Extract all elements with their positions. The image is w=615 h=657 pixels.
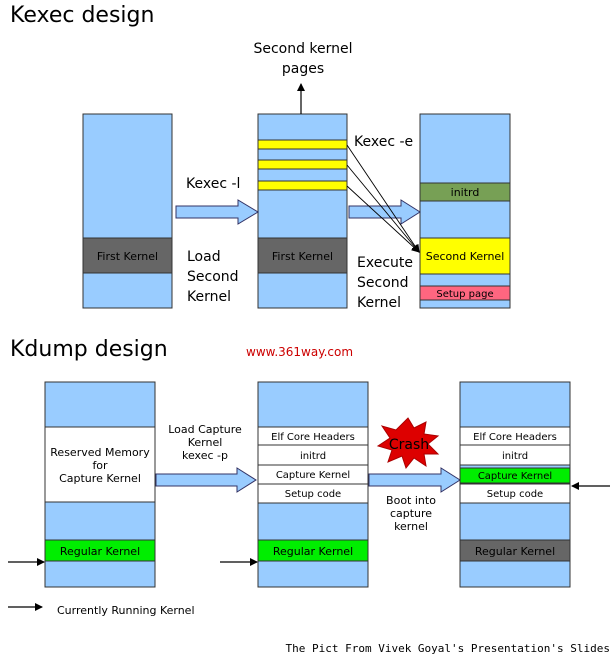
mid-setup-code-block <box>257 483 369 504</box>
legend-label: Currently Running Kernel <box>57 604 195 617</box>
regular-kernel-block-2 <box>257 539 369 562</box>
load-capture-arrow <box>155 467 257 493</box>
crash-label: Crash <box>389 437 429 453</box>
mid-capture-kernel-label: Capture Kernel <box>276 470 350 481</box>
execute-second-kernel-line2: Second <box>357 275 409 291</box>
kdump-title: Kdump design <box>10 337 168 362</box>
page-arrow-3 <box>346 185 420 253</box>
right-elf-core-label: Elf Core Headers <box>473 432 557 443</box>
second-kernel-page-1 <box>257 139 348 150</box>
load-second-kernel-line1: Load <box>187 249 221 265</box>
regular-kernel-label-2: Regular Kernel <box>273 545 353 558</box>
kexec-e-arrow <box>348 199 421 225</box>
reserved-memory-block <box>44 426 156 503</box>
mid-setup-code-label: Setup code <box>285 489 341 500</box>
right-capture-kernel-block <box>459 467 571 484</box>
regular-kernel-label-1: Regular Kernel <box>60 545 140 558</box>
page-arrow-1 <box>346 144 420 253</box>
right-capture-kernel-label: Capture Kernel <box>478 471 552 482</box>
reserved-memory-line1: Reserved Memory <box>50 446 150 459</box>
mid-elf-core-label: Elf Core Headers <box>271 432 355 443</box>
kexec-title: Kexec design <box>10 3 154 28</box>
kexec-l-arrow <box>175 199 259 225</box>
right-initrd-label: initrd <box>502 451 528 462</box>
load-second-kernel-line2: Second <box>187 269 239 285</box>
first-kernel-block-1 <box>82 237 173 274</box>
second-kernel-pages-line2: pages <box>282 61 324 77</box>
boot-into-line3: kernel <box>394 520 428 533</box>
load-capture-line2: Kernel <box>188 436 223 449</box>
regular-kernel-block-3 <box>459 539 571 562</box>
first-kernel-label-2: First Kernel <box>272 250 333 263</box>
watermark: www.361way.com <box>246 345 353 359</box>
footer-caption: The Pict From Vivek Goyal's Presentation… <box>285 642 610 655</box>
mid-initrd-label: initrd <box>300 451 326 462</box>
second-kernel-page-3 <box>257 180 348 191</box>
initrd-label: initrd <box>451 186 480 199</box>
boot-into-line1: Boot into <box>386 494 436 507</box>
right-initrd-block <box>459 444 571 466</box>
initrd-block <box>419 182 511 202</box>
right-setup-code-label: Setup code <box>487 489 543 500</box>
setup-page-block <box>419 285 511 301</box>
load-capture-line1: Load Capture <box>168 423 242 436</box>
second-kernel-block <box>419 237 511 275</box>
kexec-e-label: Kexec -e <box>354 134 413 150</box>
second-kernel-page-2 <box>257 159 348 170</box>
second-kernel-pages-line1: Second kernel <box>253 41 352 57</box>
crash-burst-icon <box>376 417 440 470</box>
kexec-memory-column-3 <box>419 113 511 309</box>
first-kernel-block-2 <box>257 237 348 274</box>
regular-kernel-label-3: Regular Kernel <box>475 545 555 558</box>
reserved-memory-line3: Capture Kernel <box>59 472 141 485</box>
regular-kernel-block-1 <box>44 539 156 562</box>
reserved-memory-line2: for <box>92 459 108 472</box>
boot-into-line2: capture <box>390 507 432 520</box>
second-kernel-label: Second Kernel <box>426 250 505 263</box>
load-second-kernel-line3: Kernel <box>187 289 231 305</box>
execute-second-kernel-line1: Execute <box>357 255 413 271</box>
first-kernel-label-1: First Kernel <box>97 250 158 263</box>
kexec-l-label: Kexec -l <box>186 176 240 192</box>
page-arrow-2 <box>346 164 420 253</box>
execute-second-kernel-line3: Kernel <box>357 295 401 311</box>
kexec-memory-column-1 <box>82 113 173 309</box>
boot-capture-arrow <box>368 467 461 493</box>
setup-page-label: Setup page <box>436 289 493 300</box>
load-capture-line3: kexec -p <box>182 449 228 462</box>
right-setup-code-block <box>459 483 571 504</box>
